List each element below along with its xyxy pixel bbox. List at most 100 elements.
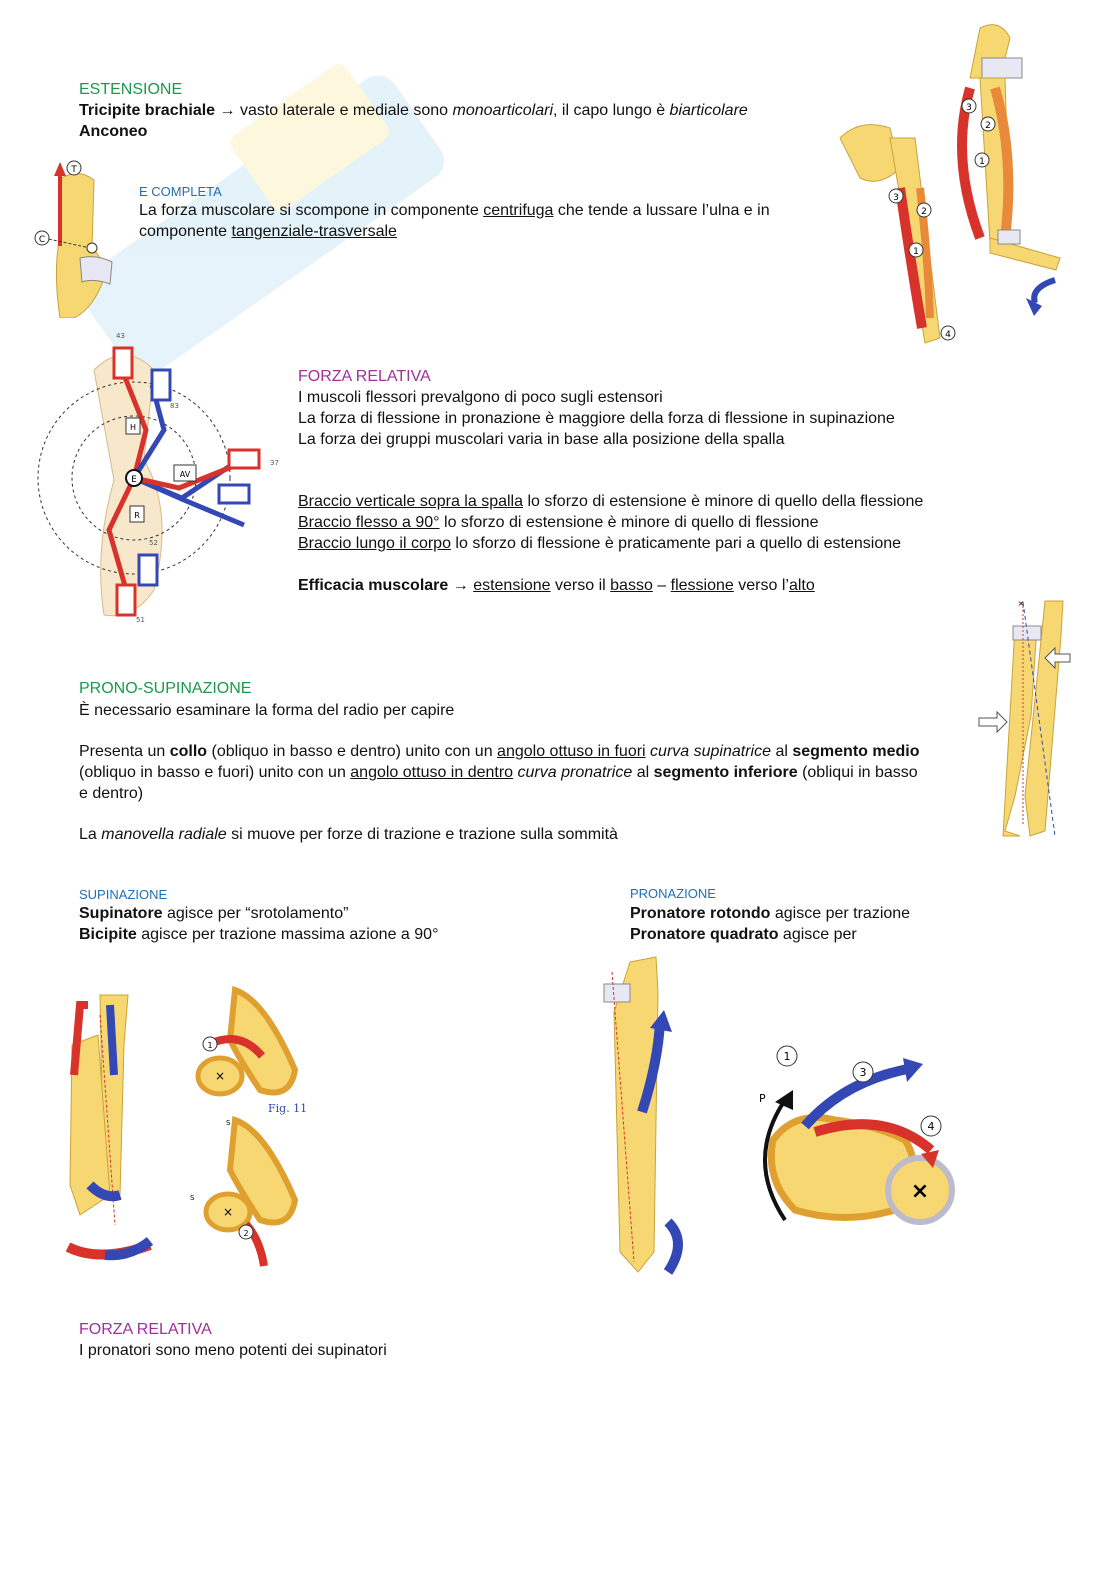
prono-intro: È necessario esaminare la forma del radi… <box>79 702 455 719</box>
text: agisce per trazione <box>770 905 911 922</box>
pronation-section-figure: × P 1 3 4 <box>759 1045 955 1225</box>
supinatore: Supinatore <box>79 905 163 922</box>
tangenziale: tangenziale-trasversale <box>231 223 397 240</box>
label-1-left: 1 <box>913 247 919 257</box>
text: → vasto laterale e mediale sono <box>215 102 453 119</box>
supinazione-title: SUPINAZIONE <box>79 887 168 902</box>
prono-title: PRONO-SUPINAZIONE <box>79 680 252 697</box>
label-h: H <box>130 423 136 432</box>
prono-p1: Presenta un collo (obliquo in basso e de… <box>79 741 919 762</box>
text: si muove per forze di trazione e trazion… <box>226 826 618 843</box>
estensione-desc1: La forza muscolare si scompone in compon… <box>139 200 770 221</box>
efficacia-muscolare: Efficacia muscolare → estensione verso i… <box>298 575 815 596</box>
radius-figure: × <box>978 599 1071 837</box>
pronazione-l1: Pronatore rotondo agisce per trazione <box>630 903 910 924</box>
pronation-radius-figure <box>603 956 683 1275</box>
estensione: estensione <box>473 577 551 594</box>
pronazione-l2: Pronatore quadrato agisce per <box>630 924 857 945</box>
pronatore-quadrato: Pronatore quadrato <box>630 926 779 943</box>
braccio-lungo: Braccio lungo il corpo lo sforzo di fles… <box>298 533 901 554</box>
label-x-radius: × <box>1018 599 1025 608</box>
collo: collo <box>169 743 208 760</box>
forza-relativa-2-line: I pronatori sono meno potenti dei supina… <box>79 1342 387 1359</box>
centrifuga: centrifuga <box>483 202 554 219</box>
braccio-verticale: Braccio verticale sopra la spalla lo sfo… <box>298 491 923 512</box>
text: (obliqui in basso <box>797 764 918 781</box>
braccio-flesso: Braccio flesso a 90° lo sforzo di estens… <box>298 512 818 533</box>
text: verso il <box>550 577 611 594</box>
forza-line-2: La forza di flessione in pronazione è ma… <box>298 410 895 427</box>
angolo-fuori: angolo ottuso in fuori <box>497 743 646 760</box>
label-c: C <box>39 235 45 245</box>
supination-section-figure: × 1 Fig. 11 S × 2 S <box>190 985 307 1267</box>
axis-x-2: × <box>223 1205 233 1219</box>
anconeo-label: Anconeo <box>79 121 147 142</box>
text: lo sforzo di estensione è minore di quel… <box>523 493 924 510</box>
label-52: 52 <box>149 539 158 547</box>
curva-pronatrice: curva pronatrice <box>517 764 633 781</box>
text: Presenta un <box>79 743 170 760</box>
text: lo sforzo di estensione è minore di quel… <box>439 514 819 531</box>
label-p: P <box>759 1092 766 1105</box>
arm-muscles-figure: 3 2 1 3 2 1 4 <box>839 24 1061 344</box>
angolo-dentro: angolo ottuso in dentro <box>350 764 514 781</box>
biarticolare: biarticolare <box>669 102 748 119</box>
tricipite-label: Tricipite brachiale <box>79 102 216 119</box>
elbow-extension-figure: T C <box>34 160 113 318</box>
label-1-top: 1 <box>979 157 985 167</box>
forza-line-3: La forza dei gruppi muscolari varia in b… <box>298 431 785 448</box>
label-e: E <box>131 475 137 485</box>
text: La forza muscolare si scompone in compon… <box>139 202 484 219</box>
text: agisce per “srotolamento” <box>162 905 349 922</box>
forza-relativa-title: FORZA RELATIVA <box>298 368 431 385</box>
label-2-top: 2 <box>985 121 991 131</box>
efficacia-label: Efficacia muscolare <box>298 577 449 594</box>
label-83: 83 <box>170 402 179 410</box>
supinazione-l1: Supinatore agisce per “srotolamento” <box>79 903 348 924</box>
label-37: 37 <box>270 459 279 467</box>
text: – <box>652 577 671 594</box>
alto: alto <box>788 577 815 594</box>
label-4-pron: 4 <box>928 1120 935 1133</box>
bicipite: Bicipite <box>79 926 137 943</box>
forza-relativa-2-title: FORZA RELATIVA <box>79 1321 212 1338</box>
pronazione-title: PRONAZIONE <box>630 886 716 901</box>
label-3-top: 3 <box>966 103 972 113</box>
e-completa-title: E COMPLETA <box>139 184 222 199</box>
supination-forearm-figure <box>65 994 154 1261</box>
text: (obliquo in basso e fuori) unito con un <box>79 764 351 781</box>
label-2-sup: 2 <box>243 1229 248 1238</box>
braccio-lungo-label: Braccio lungo il corpo <box>298 535 451 552</box>
axis-x-1: × <box>215 1069 225 1083</box>
estensione-title: ESTENSIONE <box>79 81 183 98</box>
label-4-left: 4 <box>945 330 951 340</box>
fig-11-label: Fig. 11 <box>268 1102 307 1115</box>
label-s-2: S <box>190 1194 195 1202</box>
label-av: AV <box>180 470 191 479</box>
text: al <box>632 764 654 781</box>
text: La <box>79 826 102 843</box>
label-3-left: 3 <box>893 193 899 203</box>
text: agisce per trazione massima azione a 90° <box>136 926 439 943</box>
pronatore-rotondo: Pronatore rotondo <box>630 905 771 922</box>
curva-supinatrice: curva supinatrice <box>650 743 771 760</box>
label-t: T <box>70 165 77 175</box>
basso: basso <box>610 577 653 594</box>
prono-p4: La manovella radiale si muove per forze … <box>79 824 618 845</box>
relative-force-figure: E H AV R 43 83 37 52 51 <box>37 332 279 624</box>
text: , il capo lungo è <box>553 102 670 119</box>
flessione: flessione <box>670 577 734 594</box>
text: componente <box>139 223 232 240</box>
label-s-1: S <box>226 1119 231 1127</box>
text: lo sforzo di flessione è praticamente pa… <box>450 535 902 552</box>
prono-p3: e dentro) <box>79 785 144 802</box>
braccio-verticale-label: Braccio verticale sopra la spalla <box>298 493 523 510</box>
text: al <box>771 743 793 760</box>
axis-x-pron: × <box>911 1179 929 1204</box>
label-43: 43 <box>116 332 125 340</box>
text: → <box>448 577 474 594</box>
label-3-pron: 3 <box>860 1066 867 1079</box>
estensione-desc2: componente tangenziale-trasversale <box>139 221 397 242</box>
label-51: 51 <box>136 616 145 624</box>
monoarticolari: monoarticolari <box>452 102 554 119</box>
